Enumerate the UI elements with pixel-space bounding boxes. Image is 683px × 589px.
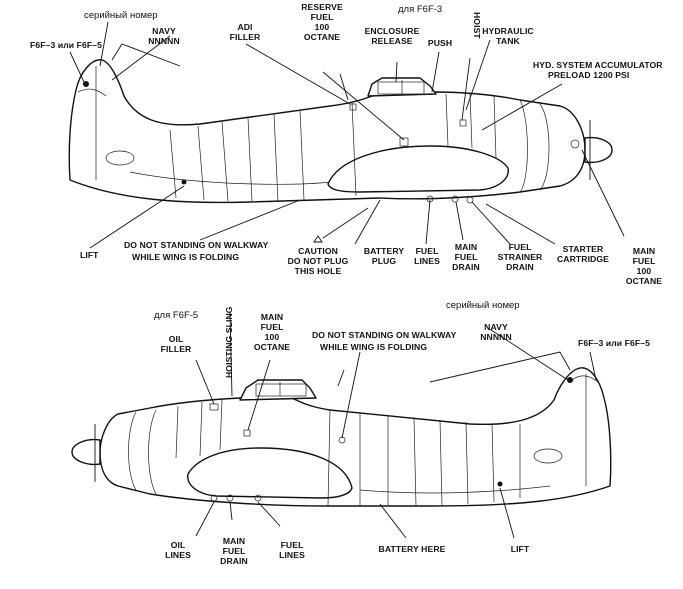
bottom-main-fuel-label-1: MAIN xyxy=(261,312,283,322)
bottom-oil-filler-label-2: FILLER xyxy=(161,344,192,354)
top-reserve-fuel-label-4: OCTANE xyxy=(304,32,340,42)
bottom-walkway-label-1: DO NOT STANDING ON WALKWAY xyxy=(312,330,457,340)
bottom-panel-lines xyxy=(175,399,551,507)
bottom-serial-number-label: серийный номер xyxy=(446,300,520,311)
bottom-canopy xyxy=(239,379,317,401)
top-push-label: PUSH xyxy=(428,38,452,48)
top-hydraulic-tank-label-1: HYDRAULIC xyxy=(482,26,534,36)
bottom-for-f6f5-label: для F6F-5 xyxy=(154,310,198,321)
top-tail-insignia xyxy=(105,150,135,166)
top-cowl-line xyxy=(539,103,550,191)
bottom-fuel-lines-label-1: FUEL xyxy=(281,540,304,550)
top-reserve-fuel-label-2: FUEL xyxy=(311,12,334,22)
top-battery-plug-label-1: BATTERY xyxy=(364,246,404,256)
bottom-labels: для F6F-5 HOISTING SLING OIL FILLER MAIN… xyxy=(154,300,650,566)
top-caution-label-1: CAUTION xyxy=(298,246,338,256)
top-walkway-label-2: WHILE WING IS FOLDING xyxy=(132,252,239,262)
top-fuel-lines-label-2: LINES xyxy=(414,256,440,266)
bottom-oil-lines-label-1: OIL xyxy=(171,540,186,550)
bottom-navy-label: NAVY xyxy=(484,322,508,332)
bottom-antenna xyxy=(429,351,571,383)
top-fuel-lines-label-1: FUEL xyxy=(416,246,439,256)
bottom-main-fuel-label-3: 100 xyxy=(265,332,280,342)
top-labels: серийный номер NAVY NNNNN F6F–3 или F6F–… xyxy=(30,2,663,286)
top-aircraft-drawing xyxy=(68,43,613,204)
top-starter-cartridge-label-2: CARTRIDGE xyxy=(557,254,609,264)
bottom-main-fuel-drain-label-2: FUEL xyxy=(223,546,246,556)
bottom-rear-mast xyxy=(337,369,345,387)
bottom-wing xyxy=(187,447,353,499)
bottom-main-fuel-drain-label-1: MAIN xyxy=(223,536,245,546)
top-serial-number-label: серийный номер xyxy=(84,10,158,21)
top-adi-filler-label-1: ADI xyxy=(237,22,252,32)
top-caution-label-3: THIS HOLE xyxy=(295,266,342,276)
top-canopy-frame xyxy=(377,81,425,95)
top-main-fuel-label-3: 100 xyxy=(637,266,652,276)
top-hoist-label: HOIST xyxy=(472,12,482,39)
top-wing xyxy=(327,145,509,193)
bottom-canopy-frame xyxy=(255,383,307,397)
bottom-cowl-line xyxy=(128,411,137,491)
top-strainer-drain-label-3: DRAIN xyxy=(506,262,534,272)
bottom-main-fuel-label-4: OCTANE xyxy=(254,342,290,352)
top-main-fuel-drain-label-3: DRAIN xyxy=(452,262,480,272)
bottom-main-fuel-label-2: FUEL xyxy=(261,322,284,332)
top-variant-label: F6F–3 или F6F–5 xyxy=(30,40,102,50)
top-battery-plug-label-2: PLUG xyxy=(372,256,396,266)
bottom-variant-label: F6F–3 или F6F–5 xyxy=(578,338,650,348)
top-starter-cartridge-label-1: STARTER xyxy=(563,244,604,254)
top-main-fuel-label-4: OCTANE xyxy=(626,276,662,286)
top-accumulator-label-2: PRELOAD 1200 PSI xyxy=(548,70,629,80)
bottom-battery-here-label: BATTERY HERE xyxy=(379,544,446,554)
top-main-fuel-label-2: FUEL xyxy=(633,256,656,266)
bottom-tail-insignia xyxy=(533,448,563,464)
top-fuselage xyxy=(68,59,586,204)
bottom-serial-code: NNNNN xyxy=(480,332,512,342)
top-spinner xyxy=(584,136,613,164)
top-reserve-fuel-label-1: RESERVE xyxy=(301,2,343,12)
bottom-fuel-lines-label-2: LINES xyxy=(279,550,305,560)
top-navy-label: NAVY xyxy=(152,26,176,36)
top-serial-code: NNNNN xyxy=(148,36,180,46)
top-main-fuel-drain-label-1: MAIN xyxy=(455,242,477,252)
top-accumulator-label-1: HYD. SYSTEM ACCUMULATOR xyxy=(533,60,663,70)
top-antenna xyxy=(111,43,181,67)
top-main-fuel-drain-label-2: FUEL xyxy=(455,252,478,262)
top-strainer-drain-label-2: STRAINER xyxy=(498,252,543,262)
top-caution-triangle-icon xyxy=(313,235,323,243)
bottom-main-fuel-drain-label-3: DRAIN xyxy=(220,556,248,566)
top-lift-label: LIFT xyxy=(80,250,99,260)
top-caution-label-2: DO NOT PLUG xyxy=(288,256,349,266)
top-for-f6f3-label: для F6F-3 xyxy=(398,4,442,15)
top-strainer-drain-label-1: FUEL xyxy=(509,242,532,252)
top-hydraulic-tank-label-2: TANK xyxy=(496,36,520,46)
bottom-aircraft-drawing xyxy=(71,351,612,507)
bottom-oil-lines-label-2: LINES xyxy=(165,550,191,560)
top-leader-lines xyxy=(69,21,625,249)
top-adi-filler-label-2: FILLER xyxy=(230,32,261,42)
bottom-walkway-label-2: WHILE WING IS FOLDING xyxy=(320,342,427,352)
bottom-lift-label: LIFT xyxy=(511,544,530,554)
bottom-oil-filler-label-1: OIL xyxy=(169,334,184,344)
top-enclosure-label-2: RELEASE xyxy=(371,36,412,46)
top-walkway-label-1: DO NOT STANDING ON WALKWAY xyxy=(124,240,269,250)
bottom-leader-lines xyxy=(195,311,597,539)
top-panel-lines xyxy=(129,93,497,203)
bottom-hoisting-sling-label: HOISTING SLING xyxy=(224,306,234,378)
bottom-spinner xyxy=(71,438,101,466)
top-reserve-fuel-label-3: 100 xyxy=(315,22,330,32)
top-main-fuel-label-1: MAIN xyxy=(633,246,655,256)
top-enclosure-label-1: ENCLOSURE xyxy=(365,26,420,36)
